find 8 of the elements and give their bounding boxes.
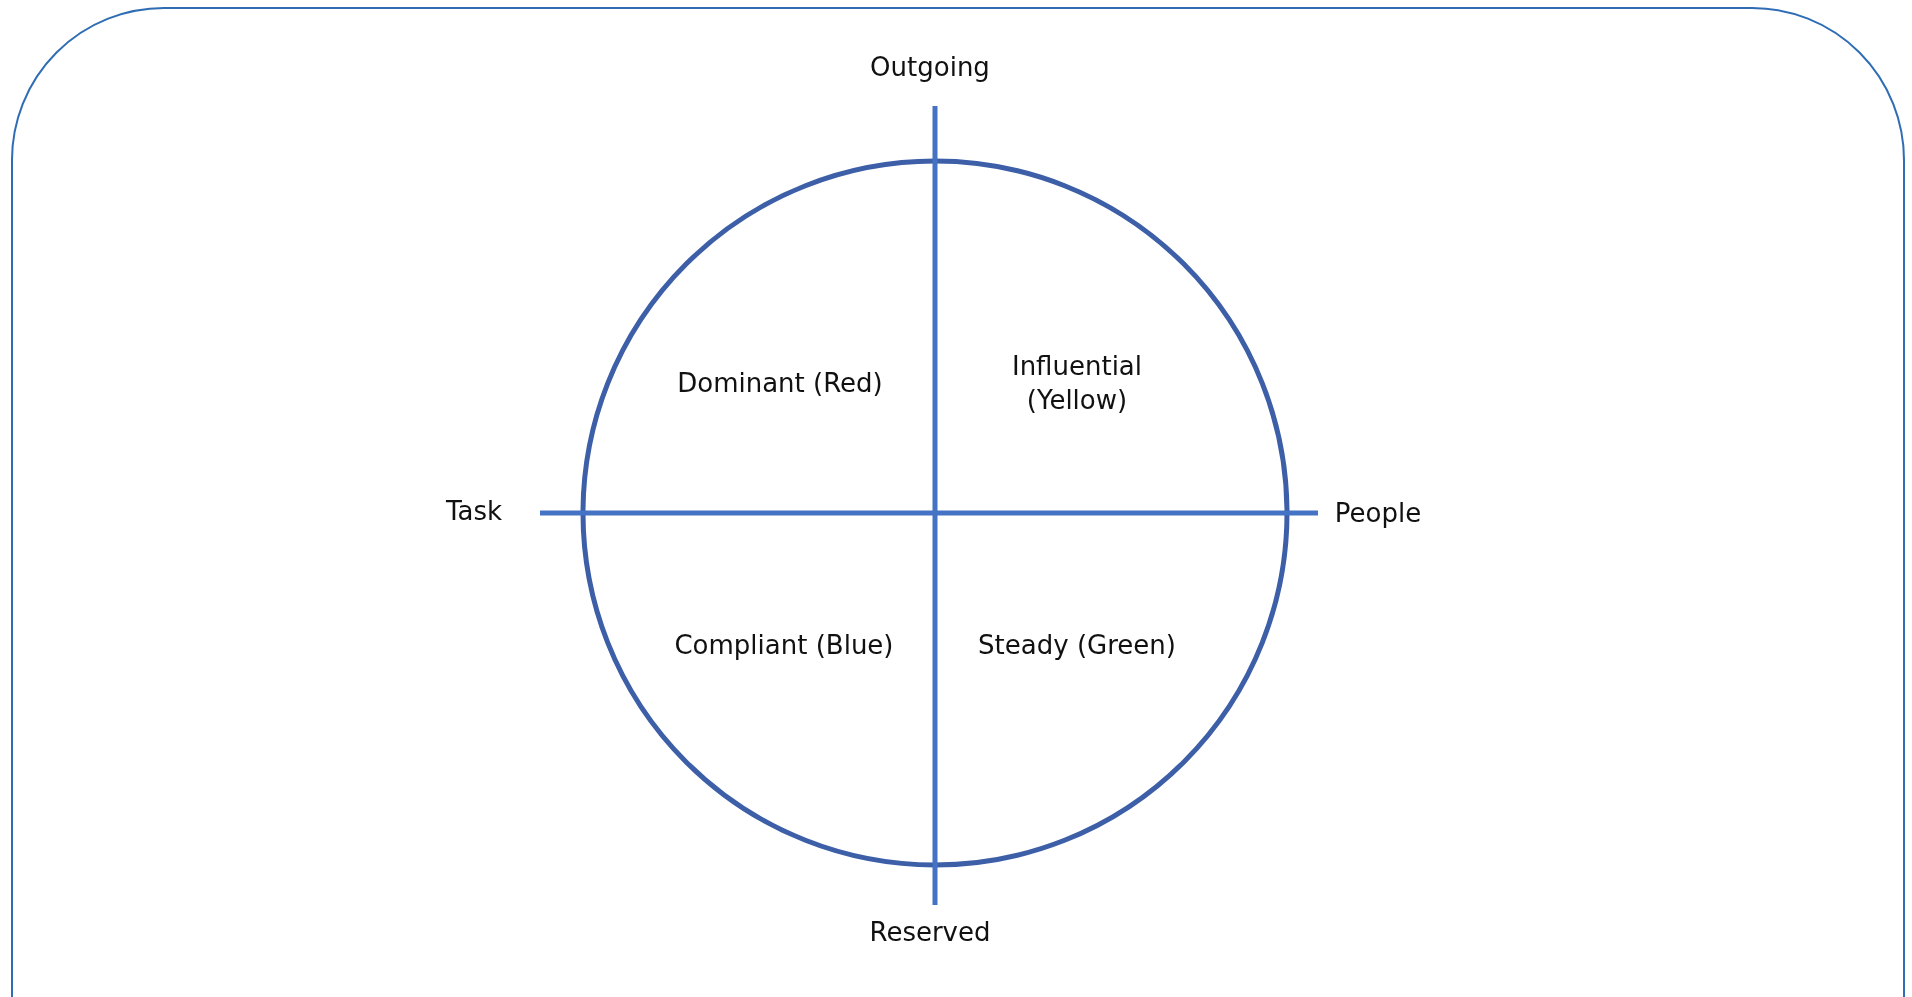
quadrant-label: Influential (Yellow) [1010, 350, 1144, 417]
quadrant-label: Compliant (Blue) [673, 629, 895, 663]
axis-label: Task [445, 495, 503, 529]
axis-label: People [1334, 497, 1422, 531]
quadrant-label: Dominant (Red) [676, 367, 884, 401]
quadrant-label: Steady (Green) [977, 629, 1177, 663]
axis-label: Outgoing [870, 51, 990, 85]
axis-label: Reserved [869, 916, 991, 950]
